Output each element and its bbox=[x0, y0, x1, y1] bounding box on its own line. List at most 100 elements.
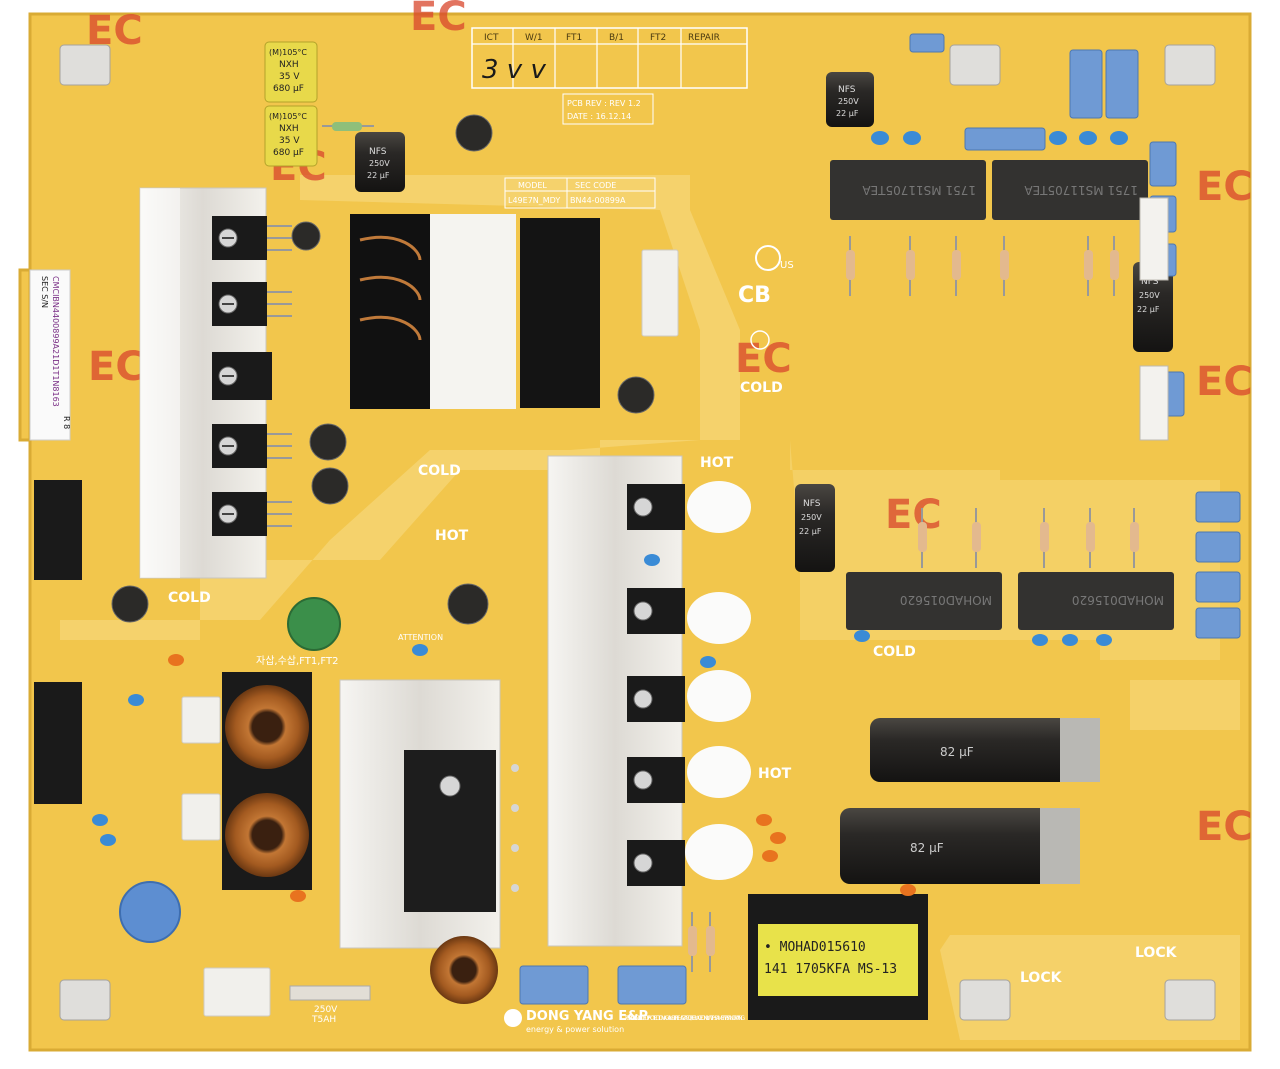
resistor bbox=[972, 508, 981, 568]
maker-warning: FOR CONTINUED PROTECTION AGAINST FIRE HA… bbox=[625, 1015, 745, 1022]
ul-mark bbox=[755, 245, 781, 271]
blue-capacitor bbox=[519, 965, 589, 1005]
ceramic-capacitor bbox=[854, 630, 870, 642]
round-capacitor bbox=[291, 221, 321, 251]
blue-capacitor bbox=[1195, 491, 1241, 523]
lock-clip bbox=[949, 44, 1001, 86]
relay bbox=[846, 572, 1002, 630]
large-capacitor: 82 µF bbox=[840, 808, 1080, 884]
blue-capacitor bbox=[1195, 531, 1241, 563]
ec-mark: EC bbox=[410, 0, 467, 40]
assembly-note: 자삽,수삽,FT1,FT2 bbox=[256, 655, 338, 667]
barcode-line1: SEC S/N bbox=[40, 276, 49, 308]
mosfet bbox=[627, 481, 751, 533]
resistor bbox=[1040, 508, 1049, 568]
svg-text:680 µF: 680 µF bbox=[273, 148, 304, 158]
svg-text:35 V: 35 V bbox=[279, 136, 300, 146]
svg-text:NXH: NXH bbox=[279, 124, 299, 134]
resistor bbox=[918, 508, 927, 568]
ceramic-capacitor bbox=[1049, 131, 1067, 145]
round-capacitor bbox=[311, 467, 349, 505]
connector bbox=[34, 682, 82, 804]
round-capacitor bbox=[309, 423, 347, 461]
resistor bbox=[1110, 236, 1119, 296]
svg-text:(M)105°C: (M)105°C bbox=[269, 48, 307, 57]
us-mark: US bbox=[780, 260, 794, 271]
film-caps bbox=[181, 249, 679, 1017]
blue-capacitor bbox=[1195, 571, 1241, 603]
resistor bbox=[1084, 236, 1093, 296]
test-table: ICT W/1 FT1 B/1 FT2 REPAIR 3 v v bbox=[471, 27, 748, 89]
electrolytic-capacitor: NFS 250V 22 µF bbox=[1133, 262, 1173, 352]
barcode-line2: CMCIBN4400899A21D1T1N8163 bbox=[51, 276, 60, 407]
orange-capacitor bbox=[762, 850, 778, 862]
mosfet bbox=[212, 424, 292, 468]
choke-toroid bbox=[225, 793, 309, 877]
fuse: 250V T5AH bbox=[289, 985, 371, 1025]
ceramic-capacitor bbox=[700, 656, 716, 668]
ffc-connector bbox=[1139, 365, 1169, 441]
connector bbox=[34, 480, 82, 580]
test-col-ft1: FT1 bbox=[566, 33, 582, 43]
ceramic-capacitor bbox=[100, 834, 116, 846]
handwritten-marks: 3 v v bbox=[482, 55, 546, 85]
lock-clip bbox=[1164, 44, 1216, 86]
orange-capacitor bbox=[770, 832, 786, 844]
svg-text:22 µF: 22 µF bbox=[1137, 305, 1160, 314]
maker-tagline: energy & power solution bbox=[526, 1025, 624, 1034]
main-transformer bbox=[350, 214, 600, 409]
ceramic-capacitor bbox=[1062, 634, 1078, 646]
test-col-ft2: FT2 bbox=[650, 33, 666, 43]
ec-mark: EC bbox=[1196, 804, 1253, 850]
hot-label: HOT bbox=[758, 766, 792, 782]
resistor bbox=[706, 912, 715, 972]
svg-text:NFS: NFS bbox=[803, 499, 821, 509]
orange-capacitor bbox=[900, 884, 916, 896]
model-header: MODEL bbox=[518, 181, 547, 190]
cb-mark: CB bbox=[738, 283, 771, 308]
round-caps bbox=[111, 114, 655, 625]
lock-clip bbox=[1164, 979, 1216, 1021]
hot-label: HOT bbox=[700, 455, 734, 471]
orange-capacitor bbox=[290, 890, 306, 902]
svg-text:MOHAD015620: MOHAD015620 bbox=[900, 593, 992, 607]
mosfet bbox=[212, 492, 292, 536]
trace-band bbox=[60, 175, 740, 640]
ceramic-capacitor bbox=[92, 814, 108, 826]
relay-group-mid: MOHAD015620 MOHAD015620 bbox=[846, 572, 1174, 630]
svg-text:250V: 250V bbox=[801, 513, 822, 522]
ceramic-capacitor bbox=[1110, 131, 1128, 145]
mosfet bbox=[627, 824, 753, 886]
resistor bbox=[688, 912, 697, 972]
blue-capacitor bbox=[1195, 607, 1241, 639]
svg-text:35 V: 35 V bbox=[279, 72, 300, 82]
cold-label: COLD bbox=[740, 380, 783, 396]
svg-text:250V: 250V bbox=[369, 159, 390, 168]
cqc-mark bbox=[750, 330, 770, 350]
svg-text:82 µF: 82 µF bbox=[940, 745, 974, 759]
electrolytic-capacitor: NFS 250V 22 µF bbox=[355, 132, 405, 192]
svg-text:NFS: NFS bbox=[1141, 277, 1159, 287]
ceramic-caps bbox=[92, 131, 1128, 846]
resistor bbox=[322, 122, 374, 131]
svg-text:1751 MS11705TEA: 1751 MS11705TEA bbox=[1024, 183, 1138, 197]
mosfet bbox=[627, 670, 751, 722]
connector-block bbox=[203, 967, 271, 1017]
choke-toroid bbox=[430, 936, 498, 1004]
cold-label: COLD bbox=[873, 644, 916, 660]
blue-capacitor bbox=[1069, 49, 1103, 119]
electrolytic-capacitor: NFS 250V 22 µF bbox=[795, 484, 835, 572]
svg-text:82 µF: 82 µF bbox=[910, 841, 944, 855]
resistor bbox=[952, 236, 961, 296]
ceramic-capacitor bbox=[128, 694, 144, 706]
model-value: L49E7N_MDY bbox=[508, 196, 560, 205]
bridge-rectifier bbox=[404, 750, 519, 912]
model-table: MODEL SEC CODE L49E7N_MDY BN44-00899A bbox=[504, 177, 656, 209]
mosfet bbox=[212, 216, 292, 260]
resistor-array bbox=[688, 236, 1139, 972]
lock-clip bbox=[59, 44, 111, 86]
mosfet bbox=[212, 352, 272, 400]
blue-capacitor bbox=[1149, 141, 1177, 187]
